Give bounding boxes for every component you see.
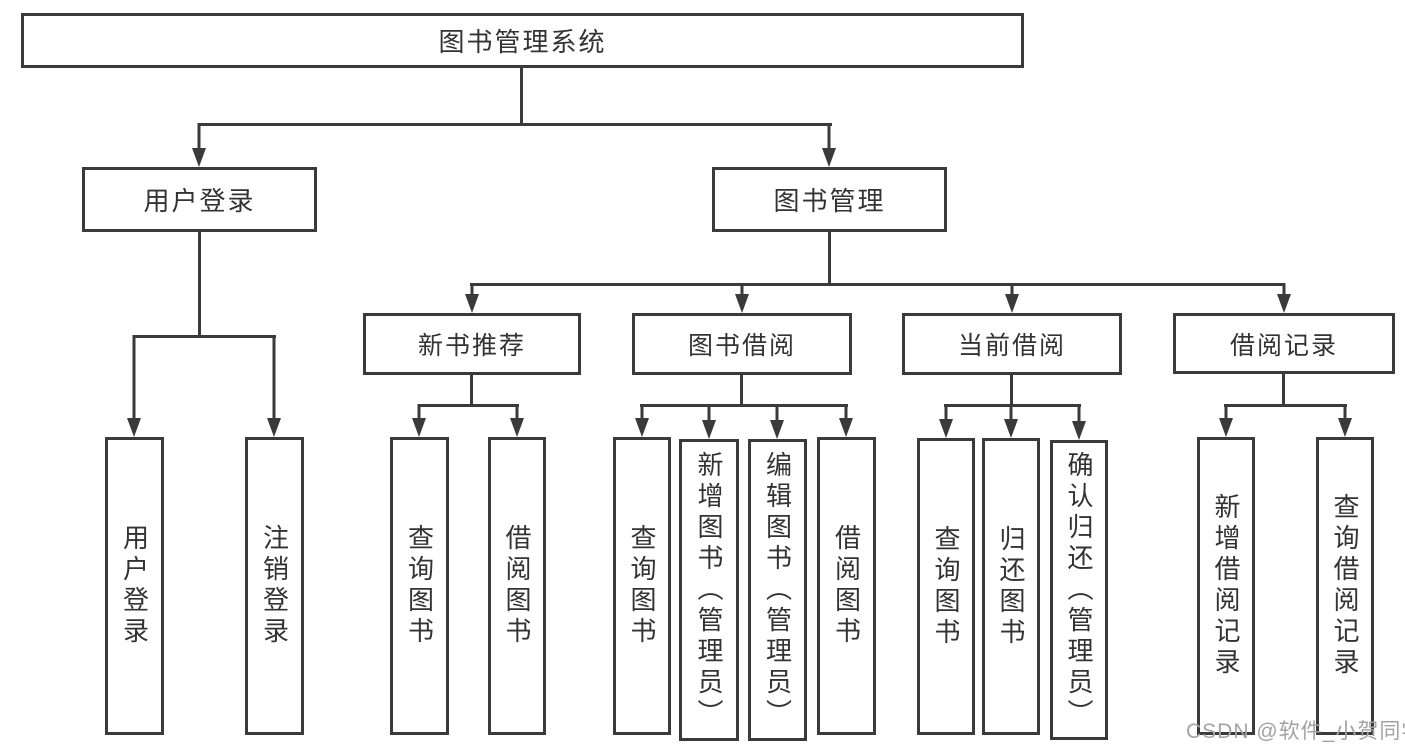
arrow-to-current-borrowing-icon bbox=[1005, 283, 1019, 313]
leaf-edit-books-admin: 编辑图书（管理员） bbox=[748, 439, 807, 741]
connector-level2-bar bbox=[198, 123, 832, 126]
node-book-management-label: 图书管理 bbox=[773, 186, 886, 216]
node-current-borrowing: 当前借阅 bbox=[902, 313, 1122, 375]
node-borrowing-records: 借阅记录 bbox=[1173, 313, 1395, 374]
node-book-borrowing: 图书借阅 bbox=[632, 313, 852, 375]
connector-book-management-stem bbox=[828, 232, 831, 286]
arrow-to-leaf-logout-icon bbox=[267, 335, 281, 437]
leaf-logout: 注销登录 bbox=[245, 437, 304, 735]
arrow-to-book-management-icon bbox=[822, 123, 836, 167]
connector-current-borrowing-bar bbox=[944, 404, 1081, 407]
node-user-login: 用户登录 bbox=[82, 167, 317, 232]
arrow-to-user-login-icon bbox=[192, 123, 206, 167]
node-book-management: 图书管理 bbox=[712, 167, 947, 232]
arrow-leaf-icon bbox=[839, 404, 853, 437]
node-new-book-recommend-label: 新书推荐 bbox=[417, 332, 526, 360]
leaf-add-books-admin: 新增图书（管理员） bbox=[679, 439, 739, 741]
node-user-login-label: 用户登录 bbox=[143, 186, 256, 216]
leaf-user-login-label: 用户登录 bbox=[119, 524, 150, 648]
leaf-add-borrow-record: 新增借阅记录 bbox=[1197, 437, 1255, 735]
leaf-query-books-recommend-label: 查询图书 bbox=[404, 524, 435, 648]
leaf-logout-label: 注销登录 bbox=[259, 524, 290, 648]
leaf-query-books-current: 查询图书 bbox=[917, 438, 975, 735]
arrow-leaf-icon bbox=[412, 404, 426, 437]
arrow-leaf-icon bbox=[510, 404, 524, 437]
leaf-borrow-books-recommend-label: 借阅图书 bbox=[502, 524, 532, 648]
leaf-borrow-books-borrowing: 借阅图书 bbox=[817, 437, 876, 735]
leaf-return-books: 归还图书 bbox=[982, 438, 1040, 735]
leaf-add-books-admin-label: 新增图书（管理员） bbox=[694, 450, 724, 730]
arrow-leaf-icon bbox=[939, 404, 953, 438]
arrow-to-new-book-recommend-icon bbox=[465, 283, 479, 313]
connector-user-login-bar bbox=[133, 335, 276, 338]
leaf-confirm-return-admin: 确认归还（管理员） bbox=[1050, 440, 1108, 740]
node-new-book-recommend: 新书推荐 bbox=[363, 313, 581, 375]
connector-borrowing-records-stem bbox=[1282, 374, 1285, 407]
leaf-query-books-recommend: 查询图书 bbox=[390, 437, 449, 735]
leaf-query-books-borrowing: 查询图书 bbox=[613, 437, 671, 735]
node-current-borrowing-label: 当前借阅 bbox=[957, 332, 1066, 360]
leaf-user-login: 用户登录 bbox=[105, 437, 164, 735]
leaf-query-books-current-label: 查询图书 bbox=[931, 524, 961, 649]
connector-new-book-stem bbox=[470, 375, 473, 407]
arrow-leaf-icon bbox=[1219, 404, 1233, 437]
arrow-leaf-icon bbox=[1338, 404, 1352, 437]
connector-user-login-stem bbox=[198, 232, 201, 338]
connector-book-borrowing-stem bbox=[740, 375, 743, 407]
connector-level3-bar bbox=[470, 283, 1285, 286]
leaf-confirm-return-admin-label: 确认归还（管理员） bbox=[1064, 450, 1094, 730]
leaf-query-books-borrowing-label: 查询图书 bbox=[627, 524, 657, 648]
arrow-leaf-icon bbox=[702, 404, 716, 439]
arrow-leaf-icon bbox=[1004, 404, 1018, 438]
arrow-leaf-icon bbox=[770, 404, 784, 439]
leaf-return-books-label: 归还图书 bbox=[996, 524, 1026, 649]
node-borrowing-records-label: 借阅记录 bbox=[1229, 331, 1338, 360]
node-book-borrowing-label: 图书借阅 bbox=[687, 332, 796, 360]
connector-current-borrowing-stem bbox=[1010, 375, 1013, 407]
leaf-edit-books-admin-label: 编辑图书（管理员） bbox=[762, 450, 793, 730]
leaf-borrow-books-recommend: 借阅图书 bbox=[488, 437, 546, 735]
arrow-leaf-icon bbox=[1072, 404, 1086, 440]
arrow-to-book-borrowing-icon bbox=[735, 283, 749, 313]
connector-borrowing-records-bar bbox=[1224, 404, 1347, 407]
csdn-watermark: CSDN @软件_小贺同学 bbox=[1186, 720, 1405, 743]
leaf-query-borrow-record: 查询借阅记录 bbox=[1316, 437, 1374, 735]
connector-root-stem bbox=[520, 68, 523, 125]
node-root-label: 图书管理系统 bbox=[438, 27, 607, 57]
node-root: 图书管理系统 bbox=[21, 13, 1024, 68]
connector-new-book-bar bbox=[418, 404, 519, 407]
arrow-leaf-icon bbox=[635, 404, 649, 437]
arrow-to-borrowing-records-icon bbox=[1277, 283, 1291, 313]
leaf-query-borrow-record-label: 查询借阅记录 bbox=[1330, 493, 1360, 679]
leaf-add-borrow-record-label: 新增借阅记录 bbox=[1211, 493, 1241, 679]
leaf-borrow-books-borrowing-label: 借阅图书 bbox=[831, 524, 862, 648]
arrow-to-leaf-user-login-icon bbox=[127, 335, 141, 437]
connector-book-borrowing-bar bbox=[640, 404, 848, 407]
